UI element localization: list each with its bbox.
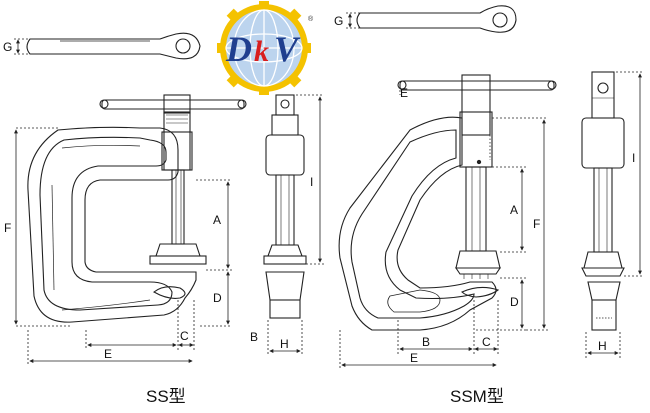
ss-side-view — [263, 94, 307, 319]
logo-registered-mark: ® — [308, 15, 314, 23]
ssm-label-b: B — [422, 335, 430, 349]
logo-letter-d: D — [225, 29, 252, 69]
ss-caption: SS型 — [146, 387, 186, 406]
ss-label-g: G — [3, 40, 12, 54]
ssm-label-g: G — [334, 14, 343, 28]
ss-label-a: A — [213, 213, 221, 227]
ss-dim-g — [14, 38, 30, 55]
ssm-caption: SSM型 — [450, 387, 504, 406]
ssm-side-view — [581, 71, 625, 331]
ssm-label-i: I — [632, 151, 635, 165]
ss-wrench — [26, 32, 201, 60]
ss-label-d: D — [213, 291, 222, 305]
ssm-clamp-body — [338, 74, 557, 331]
ss-label-e: E — [104, 347, 112, 361]
ss-label-f: F — [4, 221, 11, 235]
ss-dimension-lines — [14, 127, 232, 366]
ssm-label-e: E — [410, 351, 418, 365]
ss-label-c: C — [180, 329, 189, 343]
ssm-dimension-lines — [339, 90, 548, 370]
ss-label-b: B — [250, 330, 258, 344]
ss-clamp-body — [27, 94, 247, 323]
ssm-side-dims — [585, 71, 644, 358]
ssm-label-f: F — [533, 217, 540, 231]
ssm-label-d: D — [510, 295, 519, 309]
dkv-logo: D k V ® — [217, 1, 314, 95]
ss-side-dims — [267, 94, 324, 356]
ss-label-i: I — [310, 175, 313, 189]
ssm-label-c: C — [482, 335, 491, 349]
ss-label-h: H — [280, 337, 289, 351]
logo-letter-v: V — [274, 29, 301, 69]
ssm-dim-g — [346, 12, 360, 29]
ssm-label-a: A — [510, 203, 518, 217]
ssm-label-h: H — [598, 339, 607, 353]
ssm-wrench — [356, 5, 517, 33]
logo-letter-k: k — [254, 35, 269, 68]
ssm-label-e-top: E — [400, 86, 408, 100]
